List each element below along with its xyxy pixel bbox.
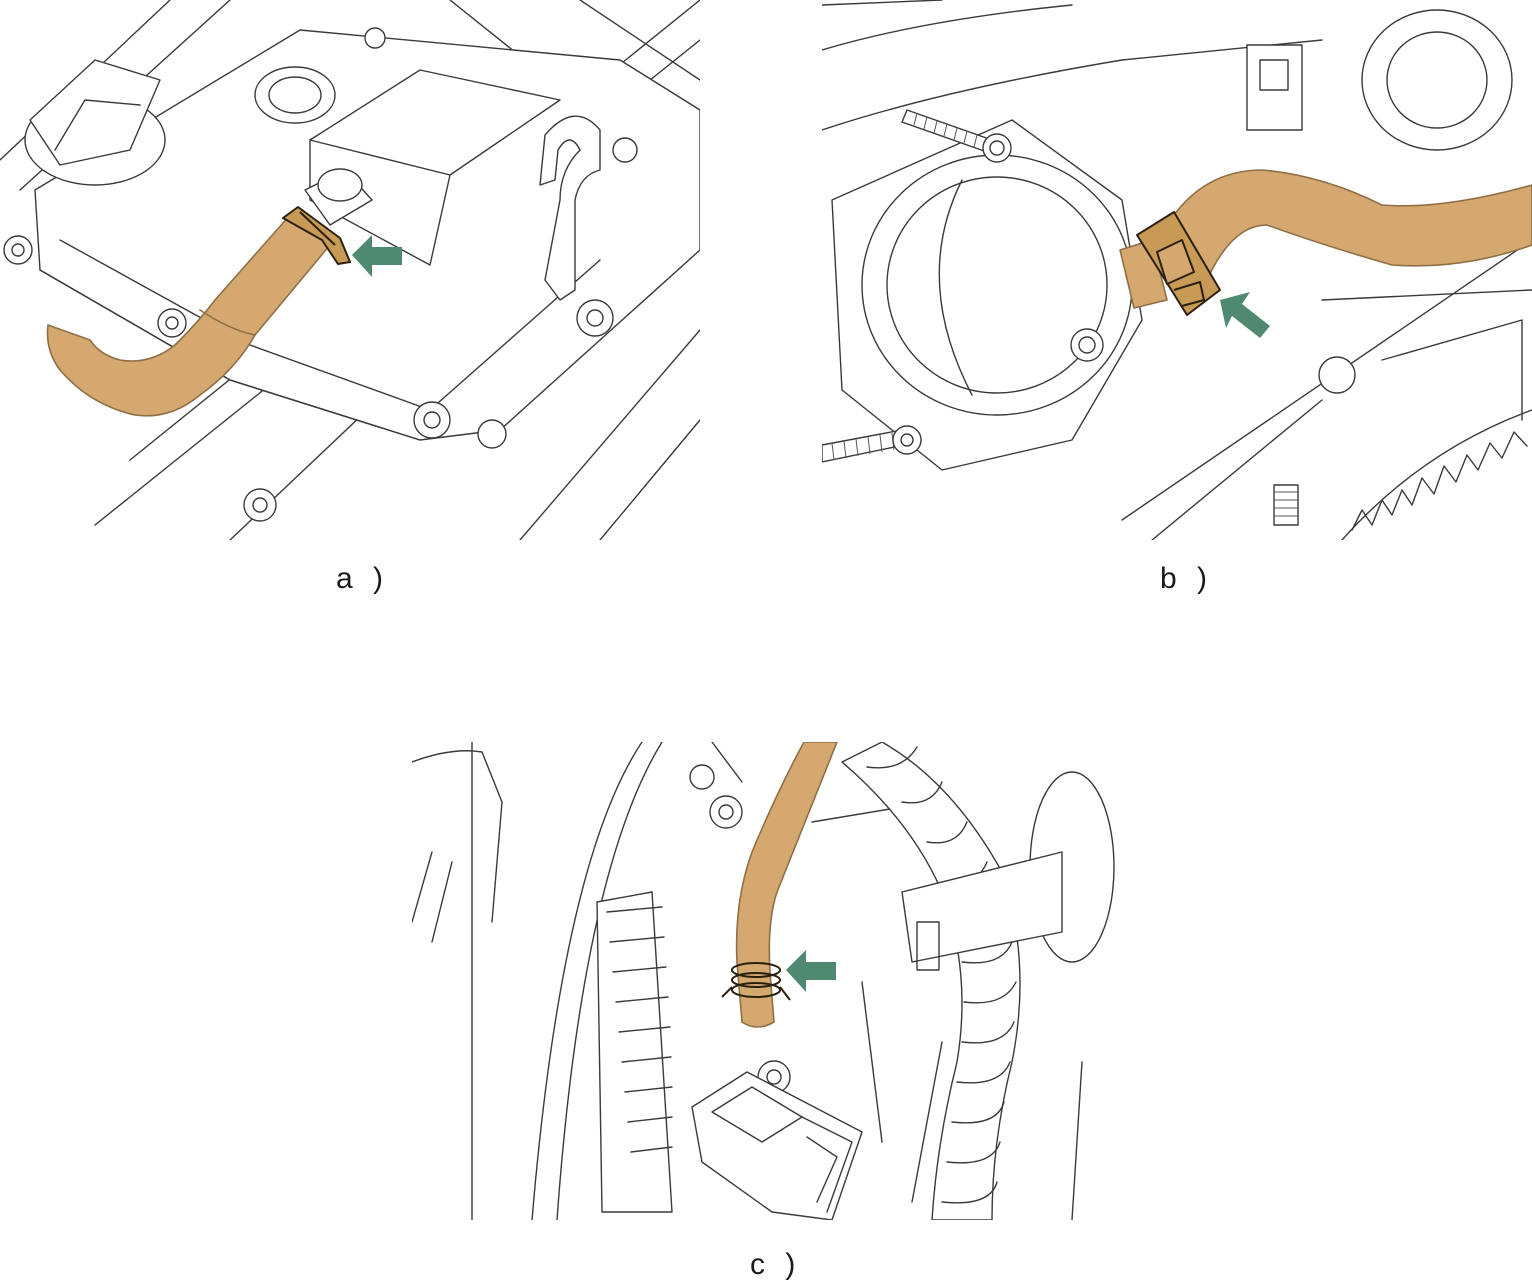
threaded-studs [822, 109, 1299, 526]
coolant-hose [1166, 169, 1532, 281]
round-port [254, 66, 336, 124]
ribbed-cover [596, 891, 673, 1213]
oil-filler-cap [24, 59, 166, 186]
pressure-sensor-drawing [412, 742, 1115, 1220]
arrow-pointing-left-icon [786, 950, 836, 992]
caption-b: b ) [1160, 562, 1214, 595]
bolt-holes [892, 133, 1356, 455]
arrow-pointing-up-left-icon [1220, 292, 1270, 338]
map-sensor [691, 1071, 863, 1220]
caption-a: a ) [336, 562, 390, 595]
throttle-bore [861, 154, 1133, 416]
throttle-body-drawing [822, 0, 1532, 540]
spring-clamp [282, 206, 351, 265]
engine-outline-lines [412, 742, 1083, 1220]
intake-pipe [1361, 9, 1513, 151]
wire-clamp [721, 962, 791, 1001]
engine-valve-cover-drawing [0, 0, 700, 540]
bolt-heads [3, 27, 638, 522]
hose-clamp [1136, 211, 1221, 316]
illustration-panel-c [412, 742, 1118, 1220]
engine-outline-lines [822, 0, 1532, 540]
caption-c: c ) [750, 1248, 802, 1281]
vacuum-hose [735, 742, 838, 1028]
valve-cover-fitting [304, 168, 373, 226]
flywheel-ring-gear [1351, 431, 1528, 531]
illustration-panel-b [822, 0, 1532, 540]
bolt-head [709, 795, 743, 829]
breather-hose [46, 214, 331, 417]
lifting-hook [539, 115, 601, 301]
arrow-pointing-left-icon [352, 235, 402, 277]
illustration-panel-a [0, 0, 700, 540]
corrugated-hose [841, 742, 1115, 1220]
sensor-connector [1246, 44, 1303, 131]
